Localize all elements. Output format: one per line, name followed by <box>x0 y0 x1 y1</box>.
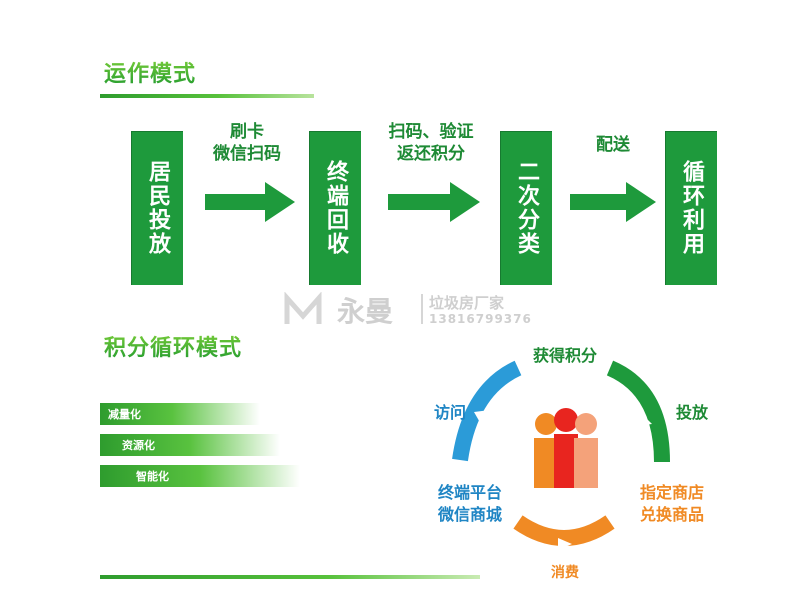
cycle-arc-green <box>606 360 670 463</box>
flow-arrow-2 <box>388 182 480 222</box>
cycle-label-visit: 访问 <box>433 403 466 422</box>
flow-box-secondary-sort: 二次分类 <box>500 131 552 285</box>
flow-label-verify-points: 扫码、验证 返还积分 <box>388 122 474 164</box>
cycle-arrow-orange-icon <box>558 538 572 550</box>
cycle-label-drop: 投放 <box>675 403 708 422</box>
watermark-logo: 永曼 垃圾房厂家 13816799376 <box>283 290 543 330</box>
flow-label-swipe-scan: 刷卡 微信扫码 <box>213 122 281 164</box>
cycle-diagram <box>452 360 670 550</box>
cycle-arc-orange <box>513 515 615 546</box>
brand-name: 永曼 <box>337 295 394 328</box>
operation-mode-title: 运作模式 <box>104 56 196 88</box>
cycle-label-store-redeem: 指定商店 兑换商品 <box>639 483 704 524</box>
cycle-label-get-points: 获得积分 <box>532 346 597 365</box>
operation-title-underline <box>100 94 314 98</box>
cycle-label-terminal-mall: 终端平台 微信商城 <box>437 483 502 524</box>
brand-phone: 13816799376 <box>429 312 532 326</box>
flow-box-resident-drop: 居民投放 <box>131 131 183 285</box>
flow-label-delivery: 配送 <box>596 135 630 155</box>
bar-resource-label: 资源化 <box>122 439 155 452</box>
cycle-arrow-blue-icon <box>474 410 490 426</box>
points-cycle-title: 积分循环模式 <box>104 330 242 362</box>
flow-arrow-1 <box>205 182 295 222</box>
bar-resource: 资源化 <box>100 434 280 456</box>
cycle-label-consume: 消费 <box>551 565 579 581</box>
brand-logo-icon <box>284 292 322 324</box>
bar-intelligent: 智能化 <box>100 465 300 487</box>
bar-intelligent-label: 智能化 <box>136 470 169 483</box>
bottom-divider <box>100 575 480 579</box>
brand-tagline: 垃圾房厂家 <box>429 294 505 312</box>
cycle-arc-blue <box>452 360 522 462</box>
bar-reduction: 减量化 <box>100 403 260 425</box>
bar-reduction-label: 减量化 <box>108 408 141 421</box>
watermark-divider <box>421 294 423 324</box>
people-group-icon <box>534 408 598 488</box>
flow-arrow-3 <box>570 182 656 222</box>
flow-box-terminal-recycle: 终端回收 <box>309 131 361 285</box>
flow-box-recycle-use: 循环利用 <box>665 131 717 285</box>
cycle-arrow-green-icon <box>636 412 652 426</box>
